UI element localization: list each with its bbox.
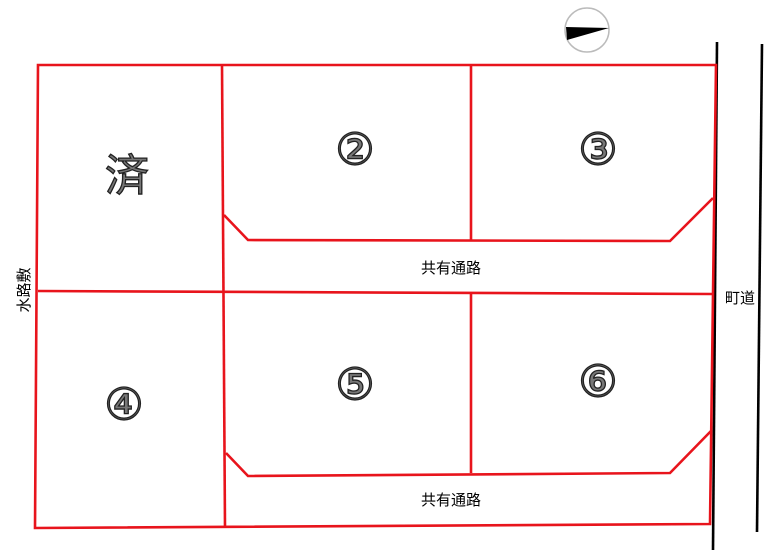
lot-6-label: ⑥ <box>578 357 617 408</box>
town-road-edge-right <box>755 43 764 533</box>
shared-path-upper-boundary <box>223 197 714 243</box>
lot-4-label: ④ <box>104 380 143 431</box>
lot-5-label: ⑤ <box>335 360 374 411</box>
waterway-label: 水路敷 <box>15 267 33 312</box>
lot-sold-label: 済 <box>105 151 149 202</box>
lot-boundaries <box>33 63 718 530</box>
shared-path-upper-label: 共有通路 <box>421 259 481 277</box>
shared-path-lower-label: 共有通路 <box>421 491 481 509</box>
lot-3-label: ③ <box>578 125 617 176</box>
town-road-label: 町道 <box>725 289 755 307</box>
north-arrow-icon <box>564 7 610 53</box>
lot-2-label: ② <box>335 125 374 176</box>
shared-path-lower-boundary <box>225 430 712 478</box>
